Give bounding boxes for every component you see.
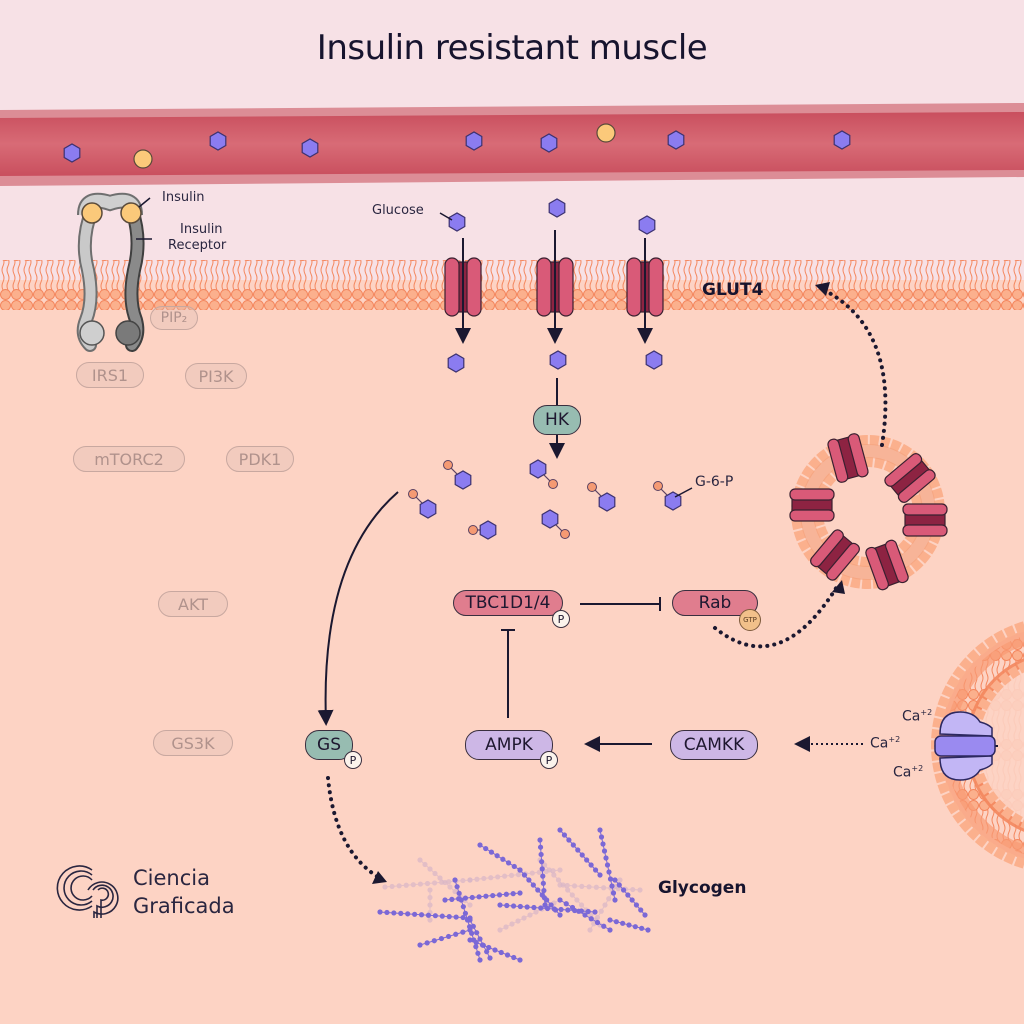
glucose-6-phosphate	[468, 520, 497, 540]
calcium-channel	[934, 711, 996, 781]
glucose-molecule	[63, 143, 81, 163]
insulin-receptor-label-line1: Insulin	[180, 222, 223, 237]
glucose-molecule	[548, 198, 566, 218]
node-gs3k: GS3K	[153, 730, 233, 756]
glucose-molecule	[209, 131, 227, 151]
glut4-transporter-vesicle	[789, 488, 835, 522]
calcium-label-middle: Ca+2	[870, 735, 901, 752]
gs-to-glycogen-dotted-arrow	[326, 776, 380, 879]
glucose-molecule	[447, 353, 465, 373]
glucose-6-phosphate	[541, 509, 570, 539]
logo-text-line2: Graficada	[133, 894, 235, 918]
phospho-badge-ampk: P	[540, 751, 558, 769]
glucose-molecule	[638, 215, 656, 235]
glucose-molecule	[833, 130, 851, 150]
glut4-label: GLUT4	[702, 280, 764, 300]
glycogen-chain	[537, 837, 548, 908]
glycogen-chain	[417, 927, 473, 948]
blood-vessel	[0, 103, 1024, 186]
glucose-6-phosphate	[529, 459, 558, 489]
insulin-receptor-label-line2: Receptor	[168, 238, 227, 253]
glucose-molecule	[667, 130, 685, 150]
page-title: Insulin resistant muscle	[316, 28, 708, 68]
glut4-transporter-vesicle	[827, 433, 869, 483]
arrowhead	[832, 580, 845, 594]
insulin-molecule	[596, 123, 616, 143]
glycogen-chain	[557, 897, 613, 933]
arrowhead	[372, 871, 387, 884]
glucose-molecule	[448, 212, 466, 232]
node-tbc1d1-4: TBC1D1/4	[453, 590, 563, 616]
calcium-label-bottom: Ca+2	[893, 764, 924, 781]
glycogen-chain	[442, 890, 523, 903]
node-ampk: AMPK	[465, 730, 553, 760]
arrowhead	[815, 282, 830, 296]
rab-to-vesicle-dotted-arrow	[713, 583, 840, 649]
glycogen-chain	[517, 867, 563, 918]
node-pdk1: PDK1	[226, 446, 294, 472]
node-hk: HK	[533, 405, 581, 435]
glucose-molecule	[549, 350, 567, 370]
glycogen-chain	[612, 877, 648, 918]
node-pip2: PIP₂	[150, 306, 198, 330]
glycogen-chain	[467, 917, 493, 961]
glucose-molecule	[645, 350, 663, 370]
glucose-6-phosphate	[443, 460, 472, 490]
logo-icon	[56, 865, 119, 918]
glut4-transporter-vesicle	[865, 539, 909, 591]
g6p-label: G-6-P	[695, 474, 734, 490]
insulin-receptor	[76, 192, 152, 352]
phospho-badge-tbc: P	[552, 610, 570, 628]
logo-text-line1: Ciencia	[133, 866, 210, 890]
node-irs1: IRS1	[76, 362, 144, 388]
glut4-transporter-vesicle	[884, 453, 936, 503]
g6p-to-gs-arrow	[317, 491, 399, 726]
glycogen-chain	[467, 937, 523, 963]
glycogen-chain	[597, 827, 618, 903]
node-akt: AKT	[158, 591, 228, 617]
cytoplasm	[0, 280, 1024, 1024]
g6p-label-leader	[674, 487, 693, 498]
node-gs: GS	[305, 730, 353, 760]
glucose-6-phosphate	[408, 489, 437, 519]
glycogen-chain	[477, 842, 523, 873]
insulin-label: Insulin	[162, 190, 205, 205]
glut4-transporter	[536, 257, 574, 317]
node-mtorc2: mTORC2	[73, 446, 185, 472]
node-pi3k: PI3K	[185, 363, 247, 389]
node-camkk: CAMKK	[670, 730, 758, 760]
insulin-molecule	[133, 149, 153, 169]
glucose-label: Glucose	[372, 203, 424, 218]
glycogen-chain	[607, 917, 651, 933]
glucose-molecule	[465, 131, 483, 151]
glycogen-label: Glycogen	[658, 878, 747, 898]
glucose-molecule	[540, 133, 558, 153]
gtp-badge: GTP	[739, 609, 761, 631]
glut4-transporter-vesicle	[902, 503, 948, 537]
vesicle-to-membrane-dotted-arrow	[822, 288, 888, 447]
glucose-molecule	[301, 138, 319, 158]
glut4-transporter-vesicle	[810, 529, 860, 581]
plasma-membrane	[0, 260, 1024, 310]
glucose-label-leader	[439, 212, 453, 221]
glycogen-chain	[377, 909, 473, 921]
calcium-label-top: Ca+2	[902, 708, 933, 725]
phospho-badge-gs: P	[344, 751, 362, 769]
glycogen-chain	[417, 857, 473, 908]
glucose-6-phosphate	[587, 482, 616, 512]
glycogen-chain	[557, 827, 603, 878]
